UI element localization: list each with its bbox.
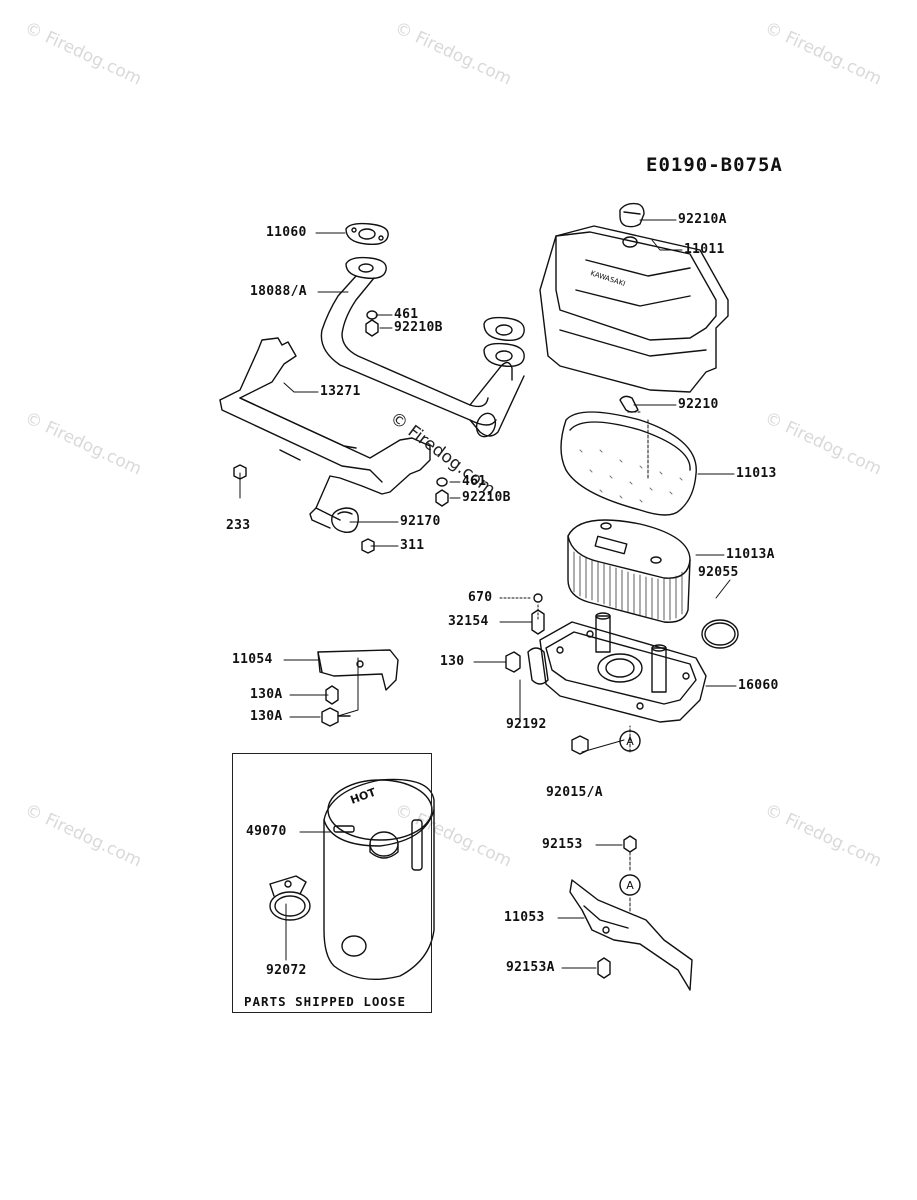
- part-label-92153[interactable]: 92153: [542, 837, 583, 852]
- part-label-130[interactable]: 130: [440, 654, 465, 669]
- part-label-92210a[interactable]: 92210A: [678, 212, 727, 227]
- callout-a-upper: A: [626, 735, 634, 748]
- part-label-11013a[interactable]: 11013A: [726, 547, 775, 562]
- part-label-11053[interactable]: 11053: [504, 910, 545, 925]
- part-label-311[interactable]: 311: [400, 538, 425, 553]
- part-label-92055[interactable]: 92055: [698, 565, 739, 580]
- callout-a-lower: A: [626, 879, 634, 892]
- part-label-92153a[interactable]: 92153A: [506, 960, 555, 975]
- part-label-92192[interactable]: 92192: [506, 717, 547, 732]
- part-label-130a[interactable]: 130A: [250, 709, 283, 724]
- part-label-92210b[interactable]: 92210B: [394, 320, 443, 335]
- part-label-92072[interactable]: 92072: [266, 963, 307, 978]
- part-label-461[interactable]: 461: [462, 474, 487, 489]
- part-label-11013[interactable]: 11013: [736, 466, 777, 481]
- part-label-49070[interactable]: 49070: [246, 824, 287, 839]
- part-label-11060[interactable]: 11060: [266, 225, 307, 240]
- part-label-32154[interactable]: 32154: [448, 614, 489, 629]
- parts-shipped-loose-box: [232, 753, 432, 1013]
- part-label-670[interactable]: 670: [468, 590, 493, 605]
- part-label-11054[interactable]: 11054: [232, 652, 273, 667]
- diagram-code: E0190-B075A: [646, 154, 783, 176]
- part-label-461[interactable]: 461: [394, 307, 419, 322]
- part-label-130a[interactable]: 130A: [250, 687, 283, 702]
- part-label-16060[interactable]: 16060: [738, 678, 779, 693]
- svg-text:KAWASAKI: KAWASAKI: [589, 269, 626, 288]
- part-label-233[interactable]: 233: [226, 518, 251, 533]
- part-label-92015a[interactable]: 92015/A: [546, 785, 603, 800]
- part-label-92170[interactable]: 92170: [400, 514, 441, 529]
- part-label-13271[interactable]: 13271: [320, 384, 361, 399]
- parts-shipped-loose-label: PARTS SHIPPED LOOSE: [244, 994, 406, 1009]
- part-label-18088a[interactable]: 18088/A: [250, 284, 307, 299]
- part-label-11011[interactable]: 11011: [684, 242, 725, 257]
- part-label-92210[interactable]: 92210: [678, 397, 719, 412]
- part-label-92210b[interactable]: 92210B: [462, 490, 511, 505]
